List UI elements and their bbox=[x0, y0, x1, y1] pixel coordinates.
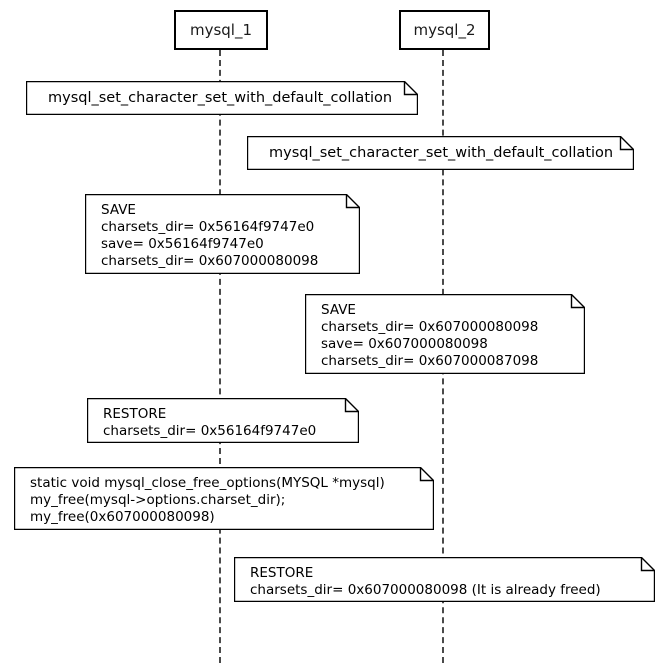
note-save-mysql2: SAVE charsets_dir= 0x607000080098 save= … bbox=[305, 294, 585, 374]
participant-mysql_1[interactable]: mysql_1 bbox=[174, 10, 268, 50]
note-call-mysql1: mysql_set_character_set_with_default_col… bbox=[26, 81, 418, 115]
note-shape bbox=[85, 194, 360, 274]
participant-label: mysql_2 bbox=[413, 20, 476, 39]
note-shape bbox=[26, 81, 418, 115]
participant-label: mysql_1 bbox=[189, 20, 253, 39]
note-shape bbox=[234, 557, 655, 602]
note-shape bbox=[305, 294, 585, 374]
note-restore-mysql1: RESTORE charsets_dir= 0x56164f9747e0 bbox=[87, 398, 359, 443]
participant-mysql_2[interactable]: mysql_2 bbox=[399, 10, 490, 50]
note-shape bbox=[14, 467, 434, 530]
note-restore-mysql2: RESTORE charsets_dir= 0x607000080098 (It… bbox=[234, 557, 655, 602]
note-save-mysql1: SAVE charsets_dir= 0x56164f9747e0 save= … bbox=[85, 194, 360, 274]
note-shape bbox=[87, 398, 359, 443]
note-call-mysql2: mysql_set_character_set_with_default_col… bbox=[247, 136, 634, 170]
note-shape bbox=[247, 136, 634, 170]
note-close-free-options: static void mysql_close_free_options(MYS… bbox=[14, 467, 434, 530]
lifeline-mysql_1 bbox=[219, 50, 221, 663]
